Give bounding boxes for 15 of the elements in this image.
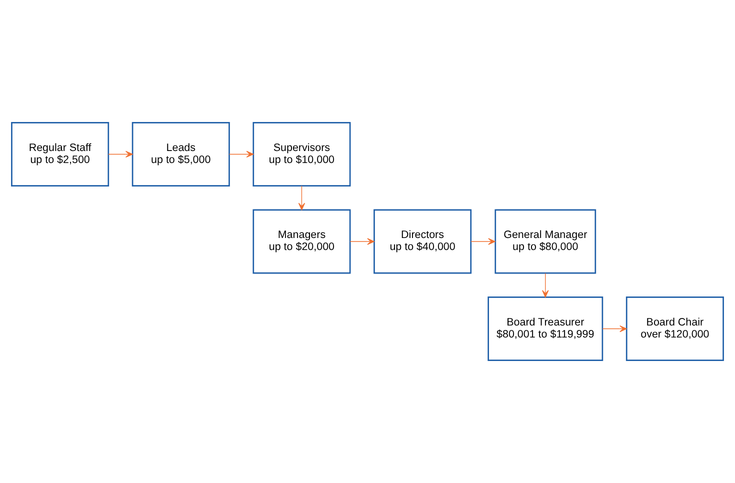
arrow: [470, 238, 496, 245]
node-box: Board Chair over $120,000: [626, 296, 724, 361]
node-box: Managers up to $20,000: [252, 209, 351, 274]
arrow: [298, 186, 306, 210]
node-box: Leads up to $5,000: [132, 122, 230, 186]
node-box: Directors up to $40,000: [374, 209, 472, 274]
node-box: General Manager up to $80,000: [494, 209, 596, 274]
arrow: [602, 325, 627, 332]
arrow: [542, 272, 549, 298]
node-box: Supervisors up to $10,000: [252, 122, 351, 186]
arrow: [108, 150, 133, 158]
node-box: Regular Staff up to $2,500: [11, 122, 110, 186]
arrow: [350, 238, 374, 245]
arrow: [228, 150, 254, 158]
node-box: Board Treasurer $80,001 to $119,999: [488, 296, 604, 361]
